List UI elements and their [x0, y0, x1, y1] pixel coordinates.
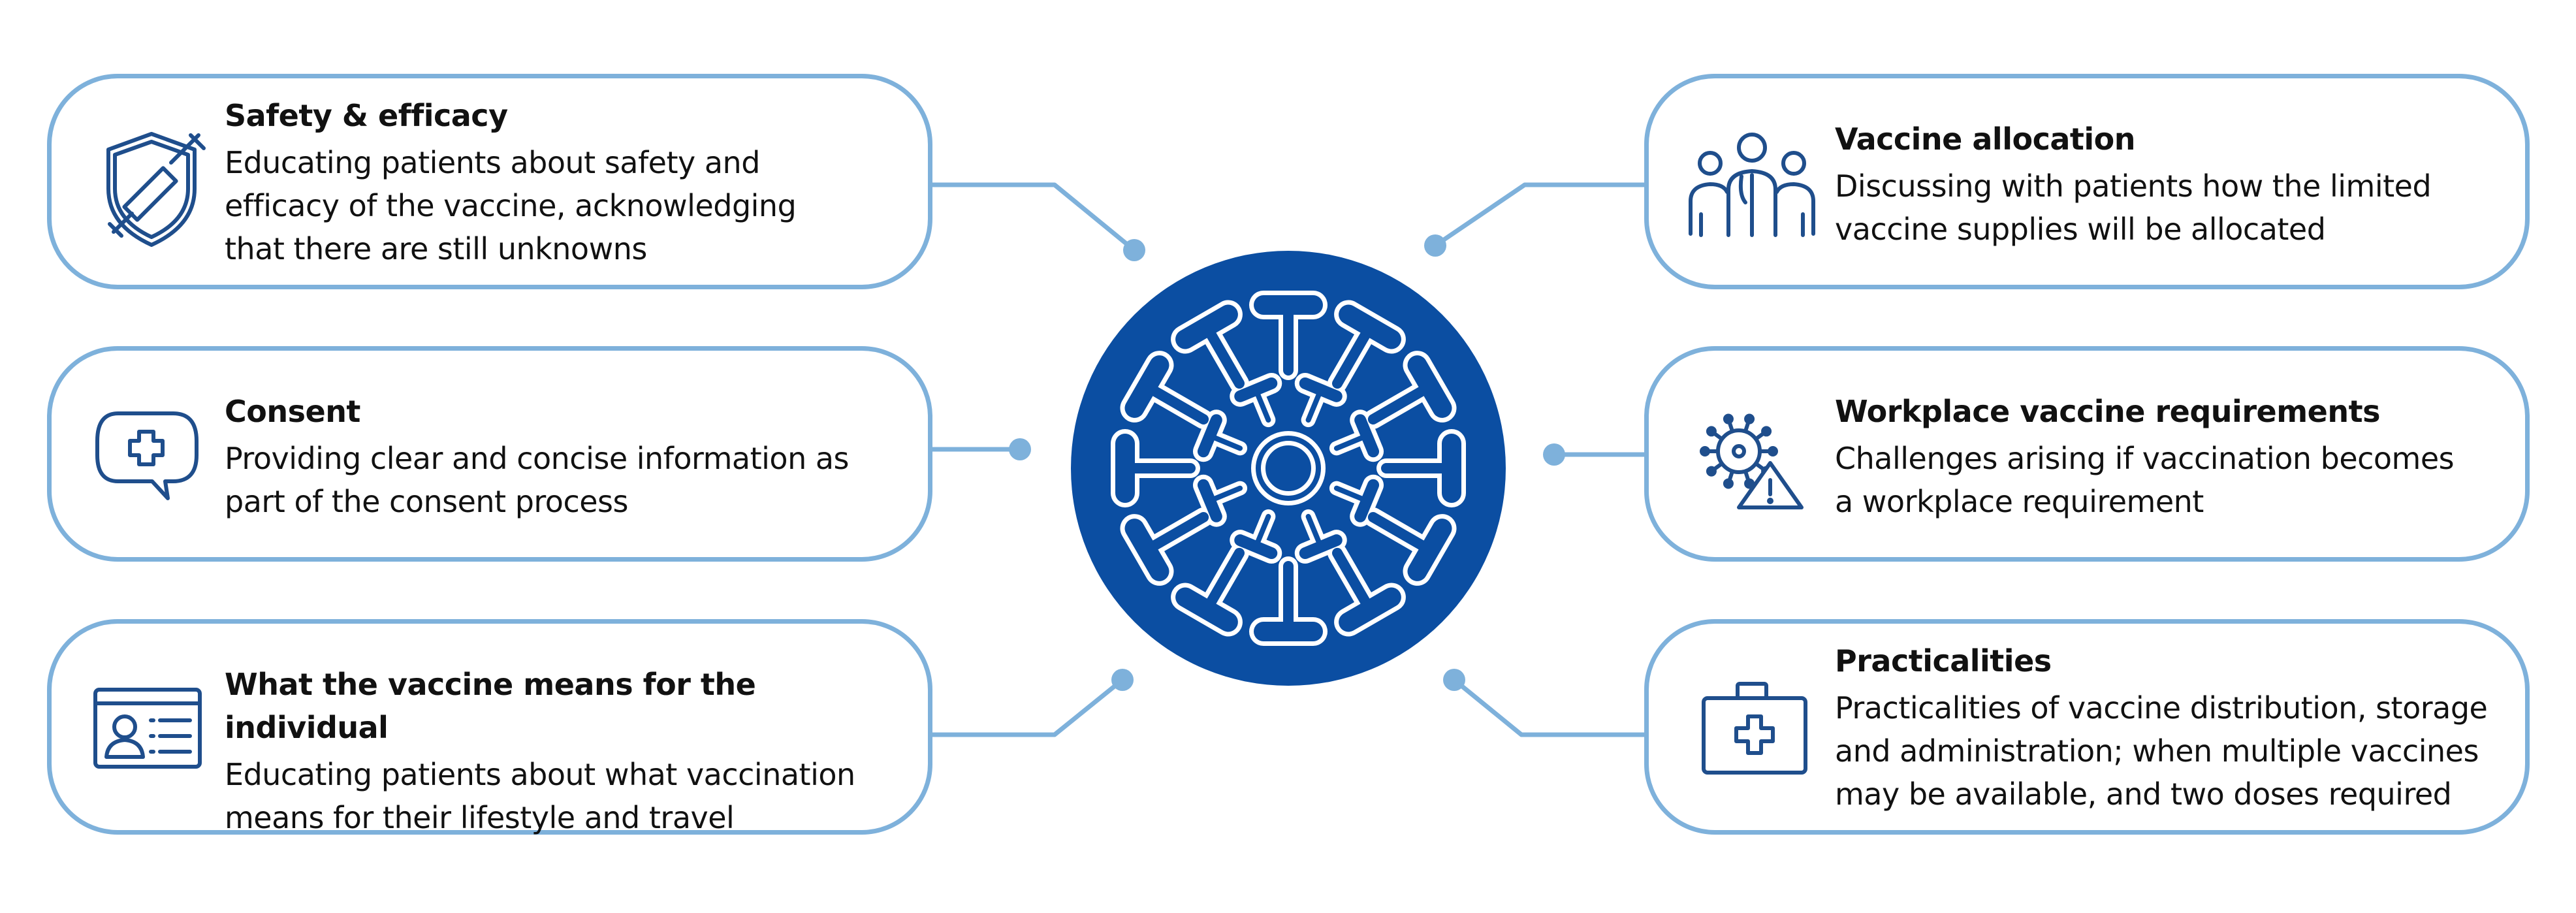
- topic-card-safety: Safety & efficacy Educating patients abo…: [47, 74, 932, 289]
- coronavirus-icon: [1071, 251, 1506, 686]
- topic-description-safety: Educating patients about safety and effi…: [225, 145, 797, 266]
- connector-safety: [932, 182, 1136, 252]
- topic-title-workplace: Workplace vaccine requirements: [1835, 394, 2380, 429]
- connector-dot-allocation: [1424, 234, 1446, 257]
- topic-title-consent: Consent: [225, 394, 360, 429]
- topic-card-individual: What the vaccine means for the individua…: [47, 619, 932, 835]
- topic-card-consent: Consent Providing clear and concise info…: [47, 346, 932, 562]
- topic-card-practicalities: Practicalities Practicalities of vaccine…: [1644, 619, 2530, 835]
- virus-warning-icon: [1700, 413, 1804, 509]
- connector-dot-consent: [1009, 438, 1031, 460]
- connector-allocation: [1434, 182, 1644, 248]
- speech-bubble-cross-icon: [95, 411, 199, 500]
- topic-description-consent: Providing clear and concise information …: [225, 441, 850, 519]
- connector-dot-individual: [1111, 669, 1134, 691]
- connector-individual: [932, 678, 1124, 737]
- connector-practicalities: [1452, 678, 1644, 737]
- topic-title-safety: Safety & efficacy: [225, 98, 508, 133]
- topic-description-individual: Educating patients about what vaccinatio…: [225, 757, 855, 835]
- topic-title-allocation: Vaccine allocation: [1835, 121, 2135, 157]
- topic-description-practicalities: Practicalities of vaccine distribution, …: [1835, 690, 2488, 812]
- topic-title-individual: What the vaccine means for the individua…: [225, 667, 756, 745]
- connector-dot-workplace: [1543, 443, 1565, 466]
- id-card-icon: [93, 688, 202, 769]
- medical-kit-icon: [1702, 682, 1807, 775]
- topic-description-allocation: Discussing with patients how the limited…: [1835, 168, 2432, 247]
- shield-syringe-icon: [106, 132, 206, 247]
- topic-description-workplace: Challenges arising if vaccination become…: [1835, 441, 2455, 519]
- connector-dot-safety: [1123, 239, 1145, 261]
- people-group-icon: [1689, 133, 1815, 237]
- connector-dot-practicalities: [1443, 669, 1465, 691]
- topic-card-workplace: Workplace vaccine requirements Challenge…: [1644, 346, 2530, 562]
- topic-title-practicalities: Practicalities: [1835, 643, 2052, 679]
- center-circle: [1071, 251, 1506, 686]
- topic-card-allocation: Vaccine allocation Discussing with patie…: [1644, 74, 2530, 289]
